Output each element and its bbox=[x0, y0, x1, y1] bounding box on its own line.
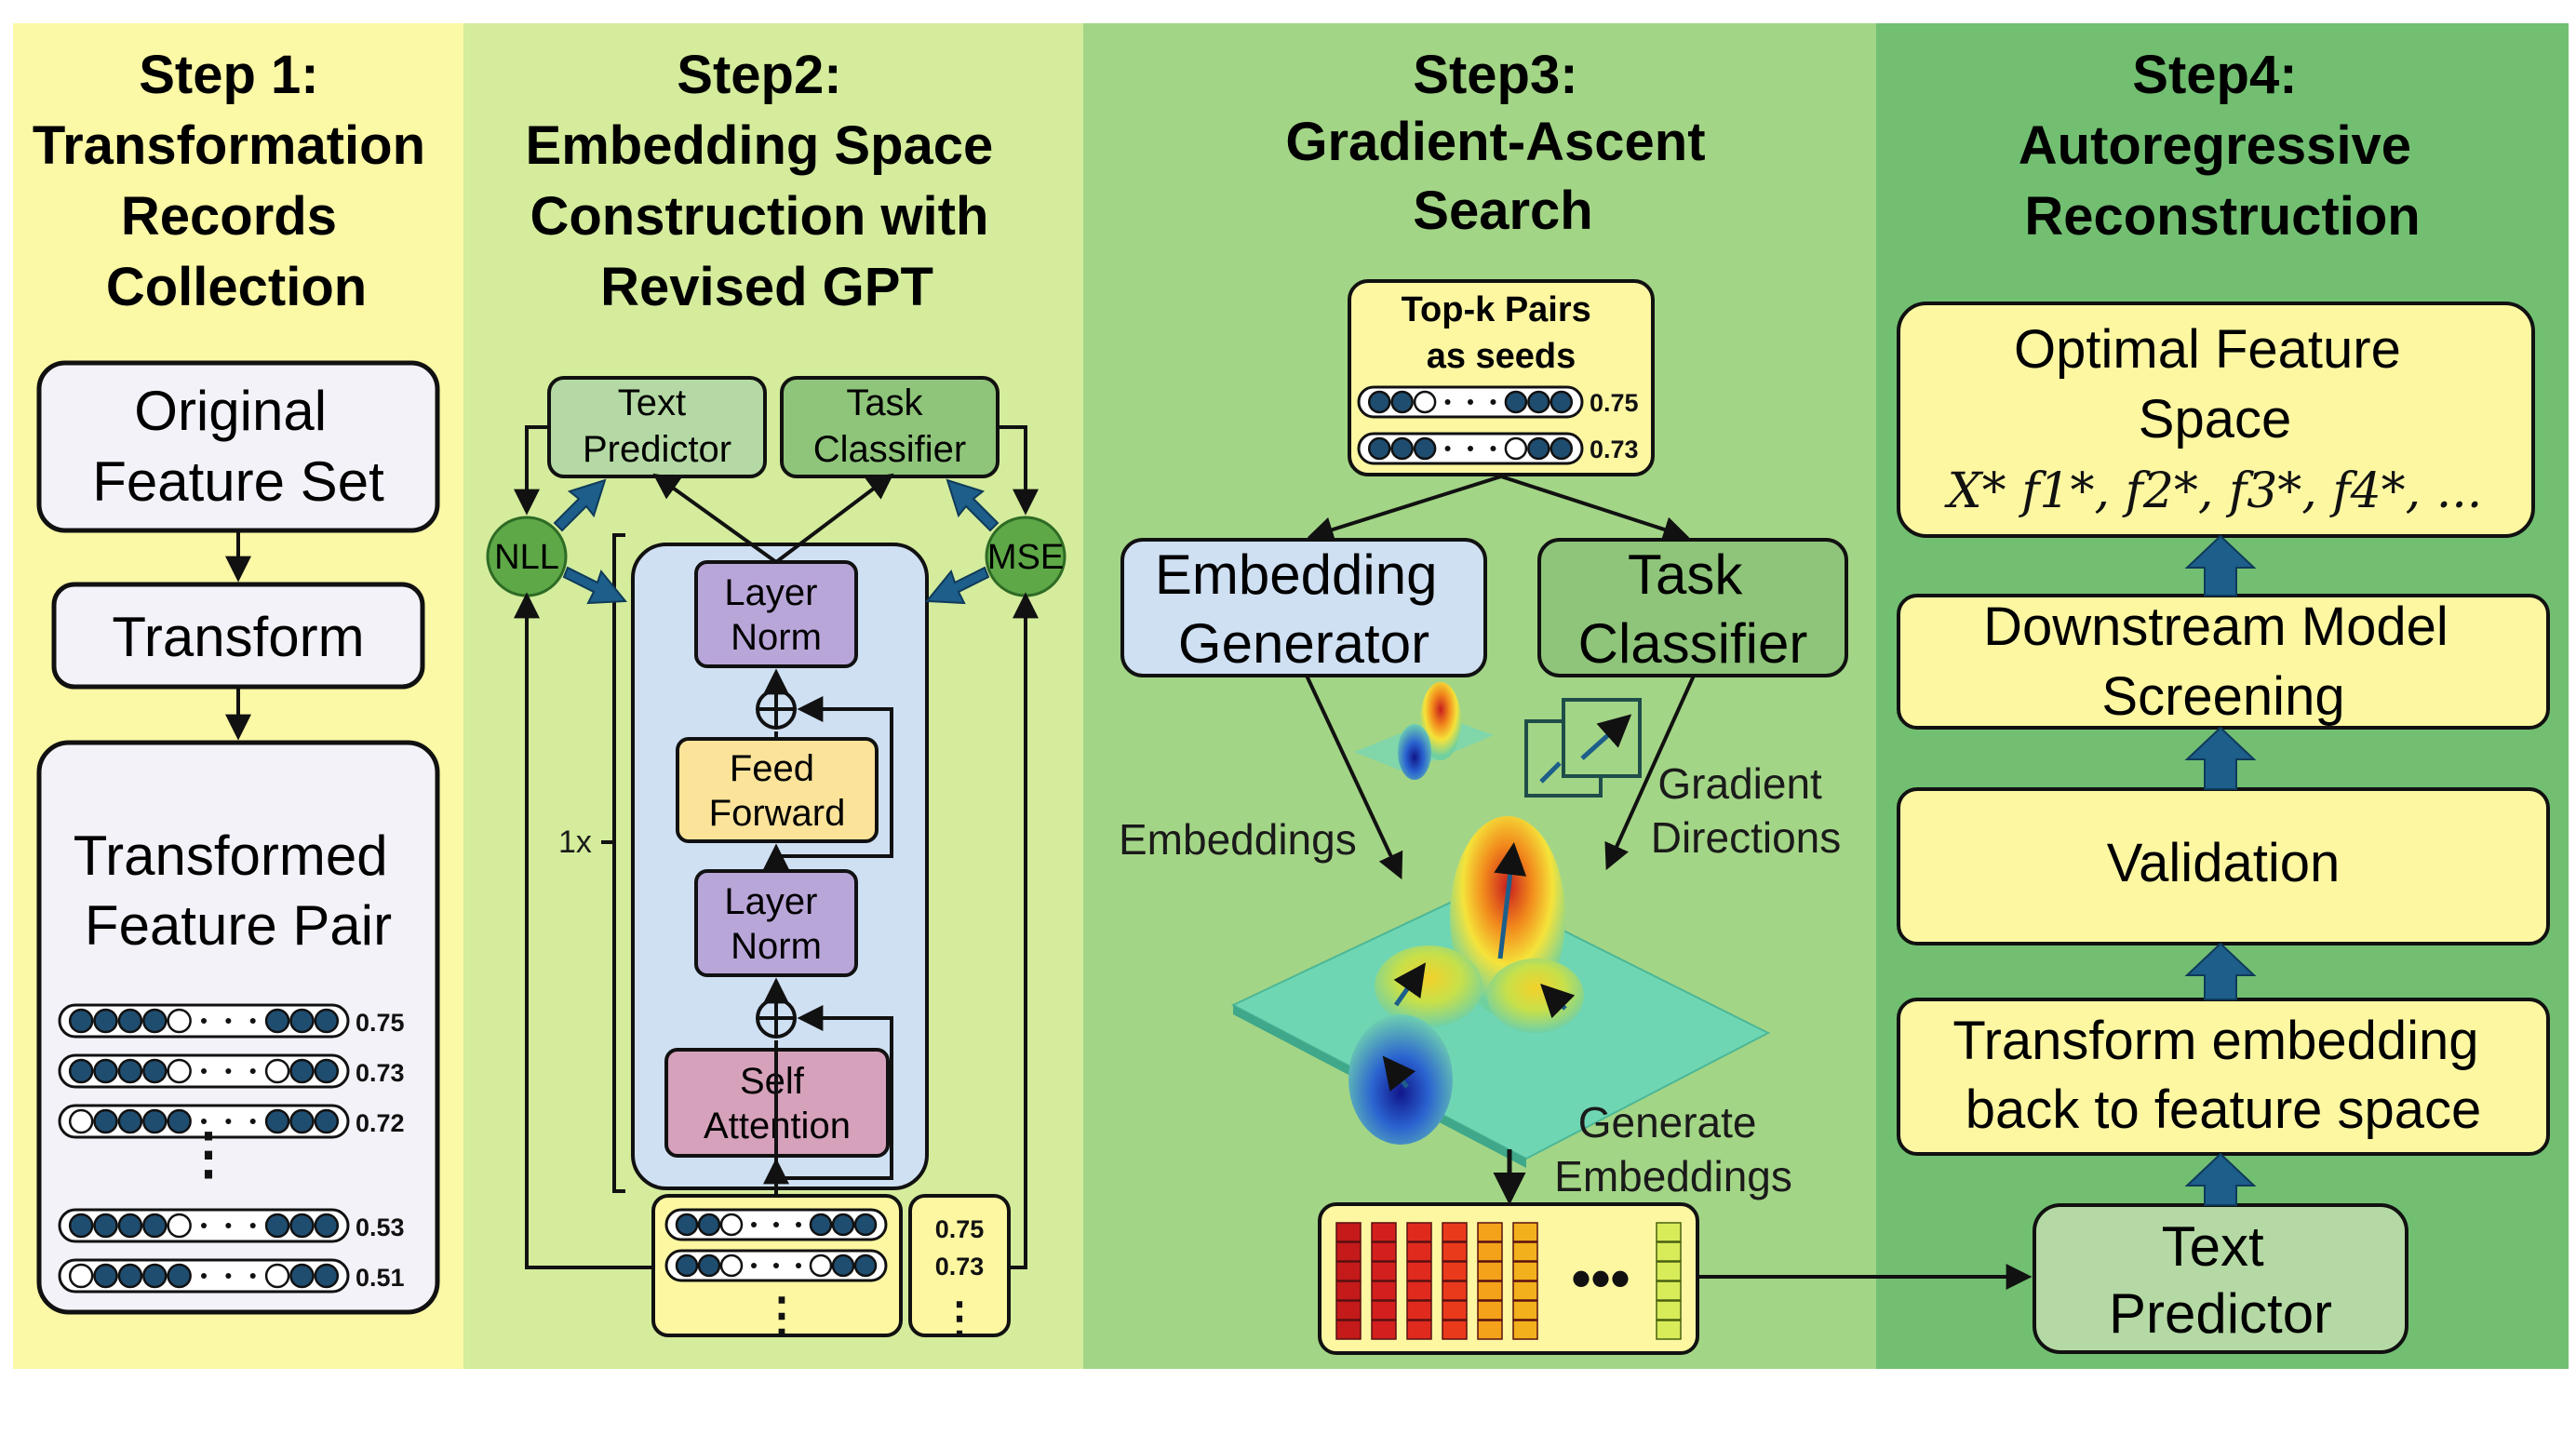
gradient-surface-plot bbox=[1230, 816, 1771, 1168]
svg-text:•••: ••• bbox=[1571, 1247, 1630, 1309]
up-arrow-icon bbox=[2184, 942, 2257, 1000]
transformed-feature-pair-label: Transformed Feature Pair bbox=[74, 825, 404, 957]
feature-pair-row bbox=[58, 1104, 350, 1139]
optimal-feature-space-box bbox=[1897, 302, 2535, 538]
step4-title: Step4: Autoregressive Reconstruction bbox=[2019, 45, 2426, 247]
text-predictor-label: Text Predictor bbox=[2109, 1215, 2332, 1345]
layer-norm-label: Layer Norm bbox=[724, 572, 827, 658]
small-surface-icon bbox=[1354, 682, 1494, 780]
score-label: 0.75 bbox=[356, 1009, 405, 1037]
loss-arrow-icon bbox=[562, 566, 628, 605]
embedding-generator-box bbox=[1120, 538, 1487, 677]
score-label: 0.51 bbox=[356, 1264, 405, 1292]
up-arrow-icon bbox=[2184, 726, 2257, 790]
transform-label: Transform bbox=[112, 606, 364, 668]
up-arrow-icon bbox=[2184, 1152, 2257, 1206]
feature-pair-row bbox=[664, 1208, 888, 1241]
step3-panel bbox=[1083, 23, 1876, 1369]
score-label: 0.75 bbox=[935, 1215, 985, 1243]
embedding-vectors bbox=[1335, 1222, 1682, 1340]
score-label: 0.53 bbox=[356, 1213, 405, 1241]
step3-title: Step3: Gradient-Ascent Search bbox=[1285, 45, 1720, 241]
step2-title: Step2: Embedding Space Construction with… bbox=[526, 45, 1009, 317]
original-feature-set-label: Original Feature Set bbox=[92, 380, 384, 513]
text-predictor-label: Text Predictor bbox=[583, 382, 731, 470]
nll-label: NLL bbox=[494, 538, 559, 577]
validation-label: Validation bbox=[2107, 833, 2340, 893]
layer-norm-label: Layer Norm bbox=[724, 881, 827, 967]
loss-arrow-icon bbox=[924, 566, 990, 605]
svg-text:⋮: ⋮ bbox=[938, 1294, 981, 1342]
feature-pair-row bbox=[1357, 385, 1584, 419]
feature-pair-row bbox=[664, 1249, 888, 1282]
feed-forward-label: Feed Forward bbox=[709, 748, 846, 834]
transform-back-label: Transform embedding back to feature spac… bbox=[1952, 1011, 2493, 1140]
score-label: 0.73 bbox=[356, 1059, 405, 1087]
feature-pair-row bbox=[1357, 432, 1584, 465]
score-label: 0.72 bbox=[356, 1109, 405, 1137]
generate-embeddings-label: Generate Embeddings bbox=[1554, 1098, 1792, 1200]
task-classifier-label: Task Classifier bbox=[1578, 543, 1808, 675]
repeat-label: 1x bbox=[558, 825, 592, 860]
svg-text:⋮: ⋮ bbox=[181, 1122, 236, 1185]
embedding-generator-label: Embedding Generator bbox=[1155, 543, 1453, 675]
loss-arrow-icon bbox=[553, 478, 607, 532]
feature-pair-row bbox=[58, 1208, 350, 1243]
gradient-icon bbox=[1524, 698, 1642, 798]
feature-pair-row bbox=[58, 1258, 350, 1294]
feature-pair-row bbox=[58, 1053, 350, 1089]
step1-title: Step 1: Transformation Records Collectio… bbox=[33, 45, 440, 317]
gradient-directions-label: Gradient Directions bbox=[1651, 759, 1842, 862]
svg-text:⋮: ⋮ bbox=[758, 1289, 805, 1341]
downstream-screening-label: Downstream Model Screening bbox=[1983, 597, 2463, 727]
score-label: 0.73 bbox=[935, 1253, 985, 1280]
loss-arrow-icon bbox=[946, 478, 1000, 532]
optimal-feature-space-label: Optimal Feature Space bbox=[2014, 319, 2416, 449]
topk-pairs-label: Top-k Pairs as seeds bbox=[1402, 290, 1602, 376]
embeddings-label: Embeddings bbox=[1119, 815, 1357, 864]
score-label: 0.73 bbox=[1590, 436, 1639, 463]
up-arrow-icon bbox=[2184, 534, 2257, 597]
score-label: 0.75 bbox=[1590, 389, 1639, 417]
mse-label: MSE bbox=[987, 538, 1064, 577]
topk-pairs-box bbox=[1348, 279, 1655, 476]
optimal-feature-formula: X* f1*, f2*, f3*, f4*, ... bbox=[1944, 463, 2483, 519]
feature-pair-row bbox=[58, 1003, 350, 1039]
task-classifier-label: Task Classifier bbox=[813, 382, 966, 470]
